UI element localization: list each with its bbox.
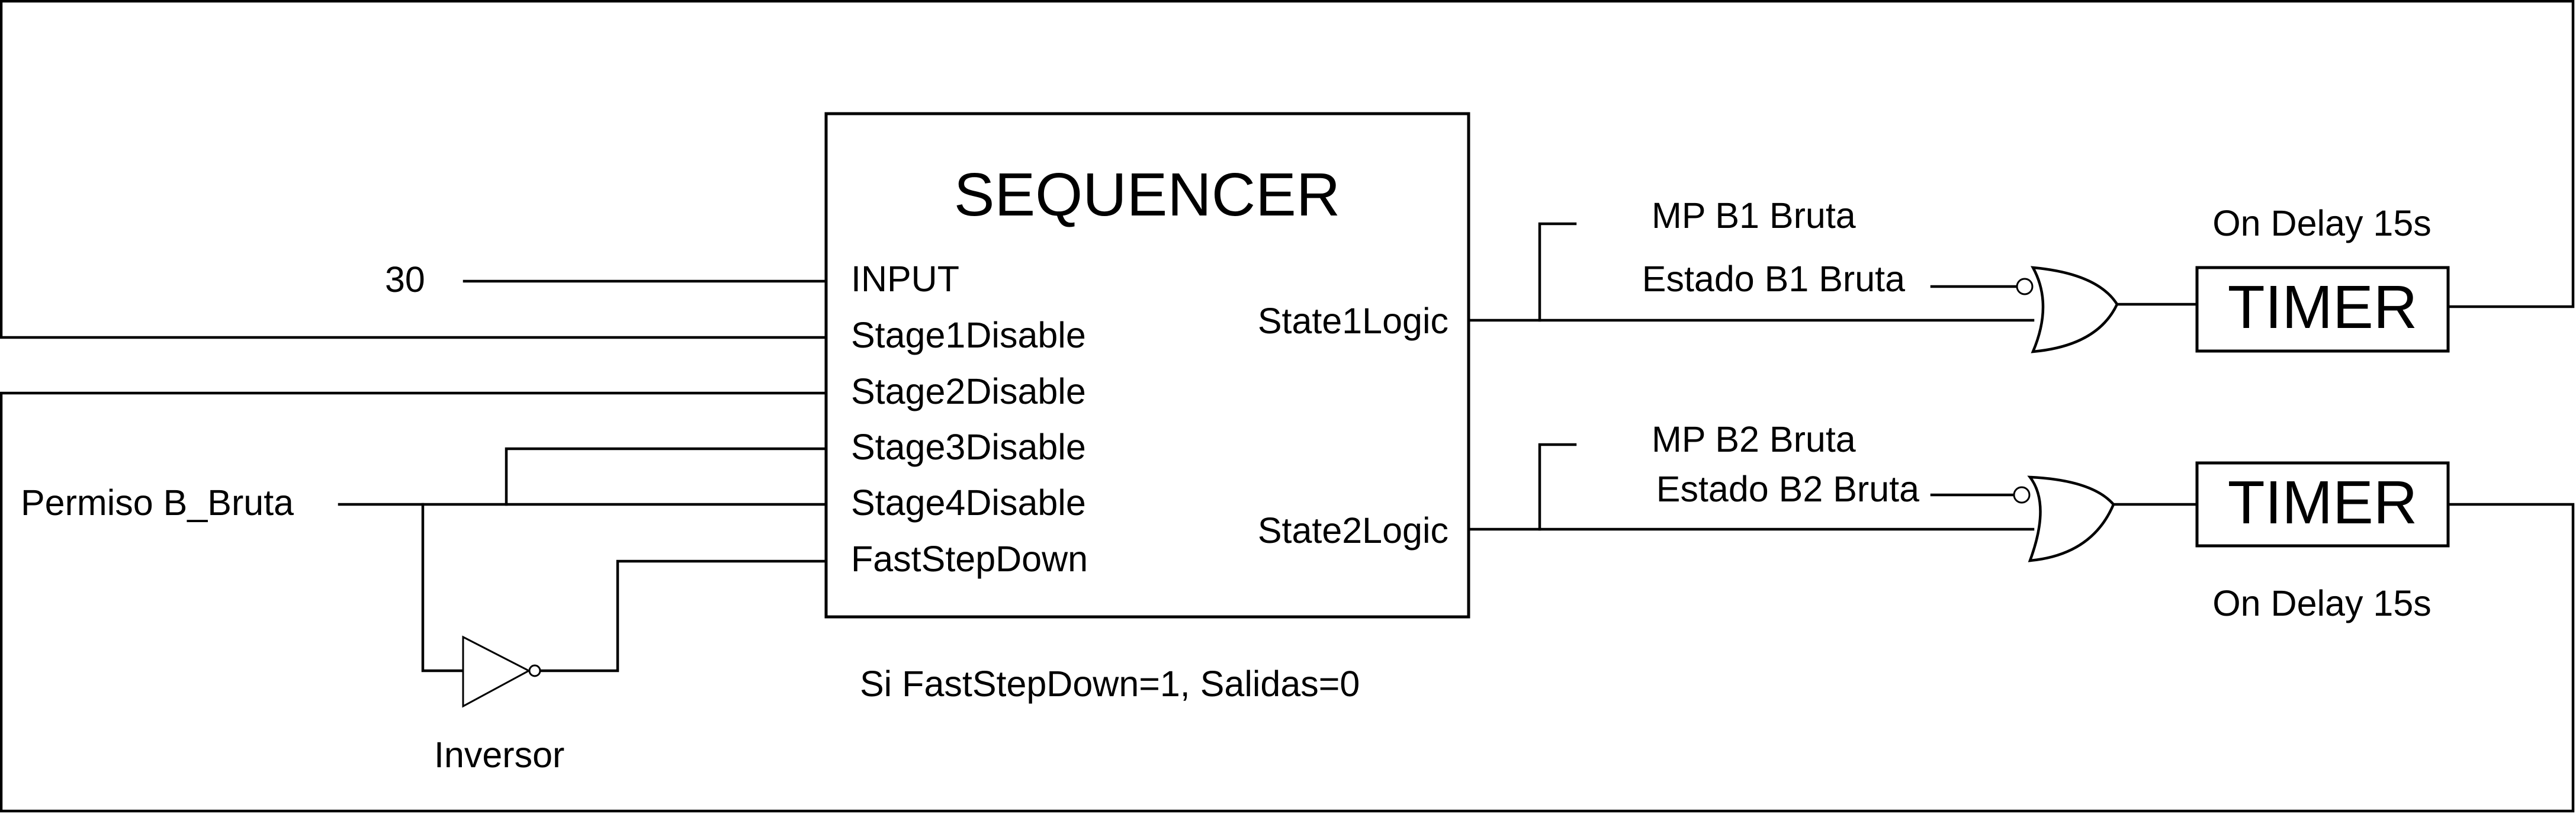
stage3-branch-wire — [505, 447, 828, 506]
sequencer-input-label: Stage1Disable — [851, 315, 1086, 355]
sequencer-output-label: State2Logic — [1258, 510, 1448, 551]
mp-b2-label: MP B2 Bruta — [1652, 419, 1856, 459]
mp-b1-label: MP B1 Bruta — [1652, 195, 1856, 236]
or-gate-2 — [2013, 475, 2115, 562]
sequencer-block — [824, 112, 1470, 619]
inverter-out-wire — [539, 559, 828, 673]
delay-2-label: On Delay 15s — [2212, 583, 2432, 623]
timer1-feedback-wire — [0, 0, 2575, 339]
delay-1-label: On Delay 15s — [2212, 203, 2432, 243]
sequencer-note: Si FastStepDown=1, Salidas=0 — [860, 664, 1360, 704]
sequencer-input-label: Stage4Disable — [851, 482, 1086, 523]
timer-1-label: TIMER — [2228, 273, 2417, 341]
timer2-feedback-wire — [0, 391, 2575, 813]
sequencer-input-label: Stage2Disable — [851, 371, 1086, 411]
sequencer-input-label: INPUT — [851, 259, 959, 299]
mp-b1-branch-wire — [1538, 222, 1577, 322]
input-constant-label: 30 — [385, 259, 425, 300]
inverter-in-wire — [421, 503, 465, 673]
inverter-gate — [462, 635, 541, 708]
sequencer-input-label: FastStepDown — [851, 539, 1088, 579]
sequencer-title: SEQUENCER — [954, 160, 1340, 229]
timer-1-block — [2195, 266, 2450, 353]
timer-2-label: TIMER — [2228, 468, 2417, 536]
mp-b2-branch-wire — [1538, 443, 1577, 531]
estado-b2-label: Estado B2 Bruta — [1656, 469, 1919, 509]
timer-2-block — [2195, 461, 2450, 548]
sequencer-output-label: State1Logic — [1258, 301, 1448, 341]
or-gate-1 — [2016, 266, 2119, 353]
estado-b1-label: Estado B1 Bruta — [1642, 259, 1905, 299]
inverter-label: Inversor — [434, 735, 564, 775]
permiso-label: Permiso B_Bruta — [21, 482, 294, 523]
sequencer-input-label: Stage3Disable — [851, 427, 1086, 467]
